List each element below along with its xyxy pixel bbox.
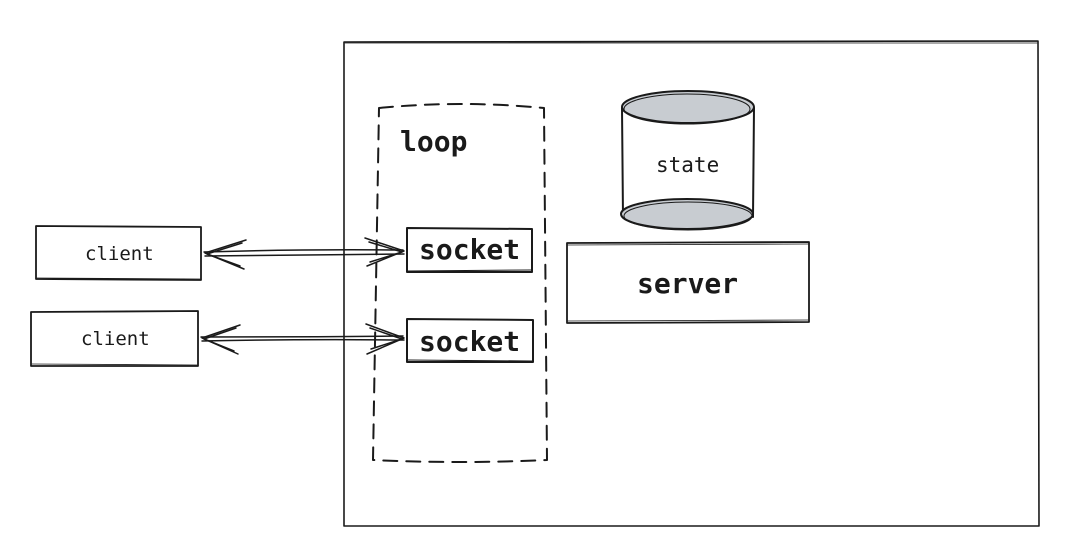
outer-container bbox=[343, 40, 1040, 527]
client-box-top bbox=[35, 225, 202, 281]
loop-box bbox=[372, 103, 548, 463]
server-label: server bbox=[637, 267, 739, 300]
state-label: state bbox=[656, 153, 720, 177]
arrow-client-socket-bottom bbox=[200, 323, 405, 355]
socket-box-top bbox=[406, 227, 533, 273]
arrow-client-socket-top bbox=[203, 237, 405, 270]
socket-box-bottom bbox=[406, 318, 534, 363]
client-label-bottom: client bbox=[81, 328, 150, 350]
state-cylinder bbox=[620, 90, 755, 231]
client-label-top: client bbox=[85, 243, 154, 265]
server-box bbox=[566, 241, 810, 324]
socket-label-bottom: socket bbox=[419, 325, 521, 358]
socket-label-top: socket bbox=[419, 233, 521, 266]
loop-label: loop bbox=[400, 125, 468, 158]
client-box-bottom bbox=[30, 310, 199, 367]
